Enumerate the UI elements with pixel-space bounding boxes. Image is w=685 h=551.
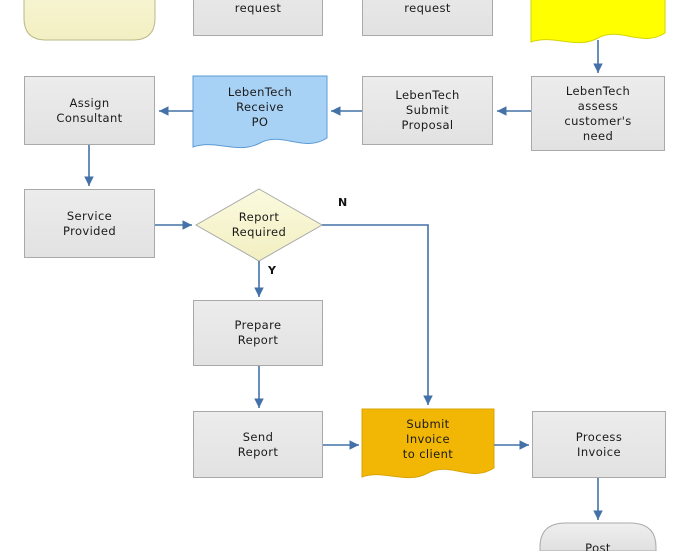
node-customers-request-label: customer's request xyxy=(404,1,451,15)
node-assign-consultant-label: Assign Consultant xyxy=(56,95,123,125)
node-process-invoice-label: Process Invoice xyxy=(575,429,623,459)
node-submit-proposal-label: LebenTech Submit Proposal xyxy=(395,88,460,132)
node-assign-consultant[interactable]: Assign Consultant xyxy=(24,76,155,145)
node-post-label: Post xyxy=(585,541,611,551)
shape-submit-rfq xyxy=(530,0,666,44)
node-report-required-label: Report Required xyxy=(231,210,287,239)
edge-label-no: N xyxy=(338,196,348,209)
shape-receive-po xyxy=(192,75,328,149)
node-receive-po-label: LebenTech Receive PO xyxy=(227,84,293,129)
node-rfi[interactable]: RFI xyxy=(24,0,155,40)
node-service-provided-label: Service Provided xyxy=(62,208,117,238)
shape-post xyxy=(539,522,657,551)
shape-submit-invoice xyxy=(361,408,495,479)
node-review-request[interactable]: review request xyxy=(193,0,323,36)
node-assess-need-label: LebenTech assess customer's need xyxy=(564,83,632,143)
edge-decision-no-to-invoice xyxy=(322,224,433,405)
node-post[interactable]: Post xyxy=(540,523,656,551)
node-service-provided[interactable]: Service Provided xyxy=(24,189,155,258)
node-report-required[interactable]: Report Required xyxy=(196,189,322,261)
node-receive-po[interactable]: LebenTech Receive PO xyxy=(193,76,327,138)
shape-rfi xyxy=(23,0,156,41)
node-prepare-report[interactable]: Prepare Report xyxy=(193,300,323,366)
node-submit-invoice[interactable]: Submit Invoice to client xyxy=(362,409,494,469)
node-submit-rfq[interactable]: RFQ xyxy=(531,0,665,26)
node-process-invoice[interactable]: Process Invoice xyxy=(532,411,666,478)
node-submit-invoice-label: Submit Invoice to client xyxy=(402,416,454,461)
node-customers-request[interactable]: customer's request xyxy=(362,0,493,36)
node-send-report-label: Send Report xyxy=(237,429,279,459)
edge-label-yes: Y xyxy=(268,264,277,277)
node-send-report[interactable]: Send Report xyxy=(193,411,323,478)
node-assess-need[interactable]: LebenTech assess customer's need xyxy=(531,76,665,151)
node-prepare-report-label: Prepare Report xyxy=(234,318,282,347)
node-submit-proposal[interactable]: LebenTech Submit Proposal xyxy=(362,76,493,145)
node-review-request-label: review request xyxy=(234,1,282,15)
